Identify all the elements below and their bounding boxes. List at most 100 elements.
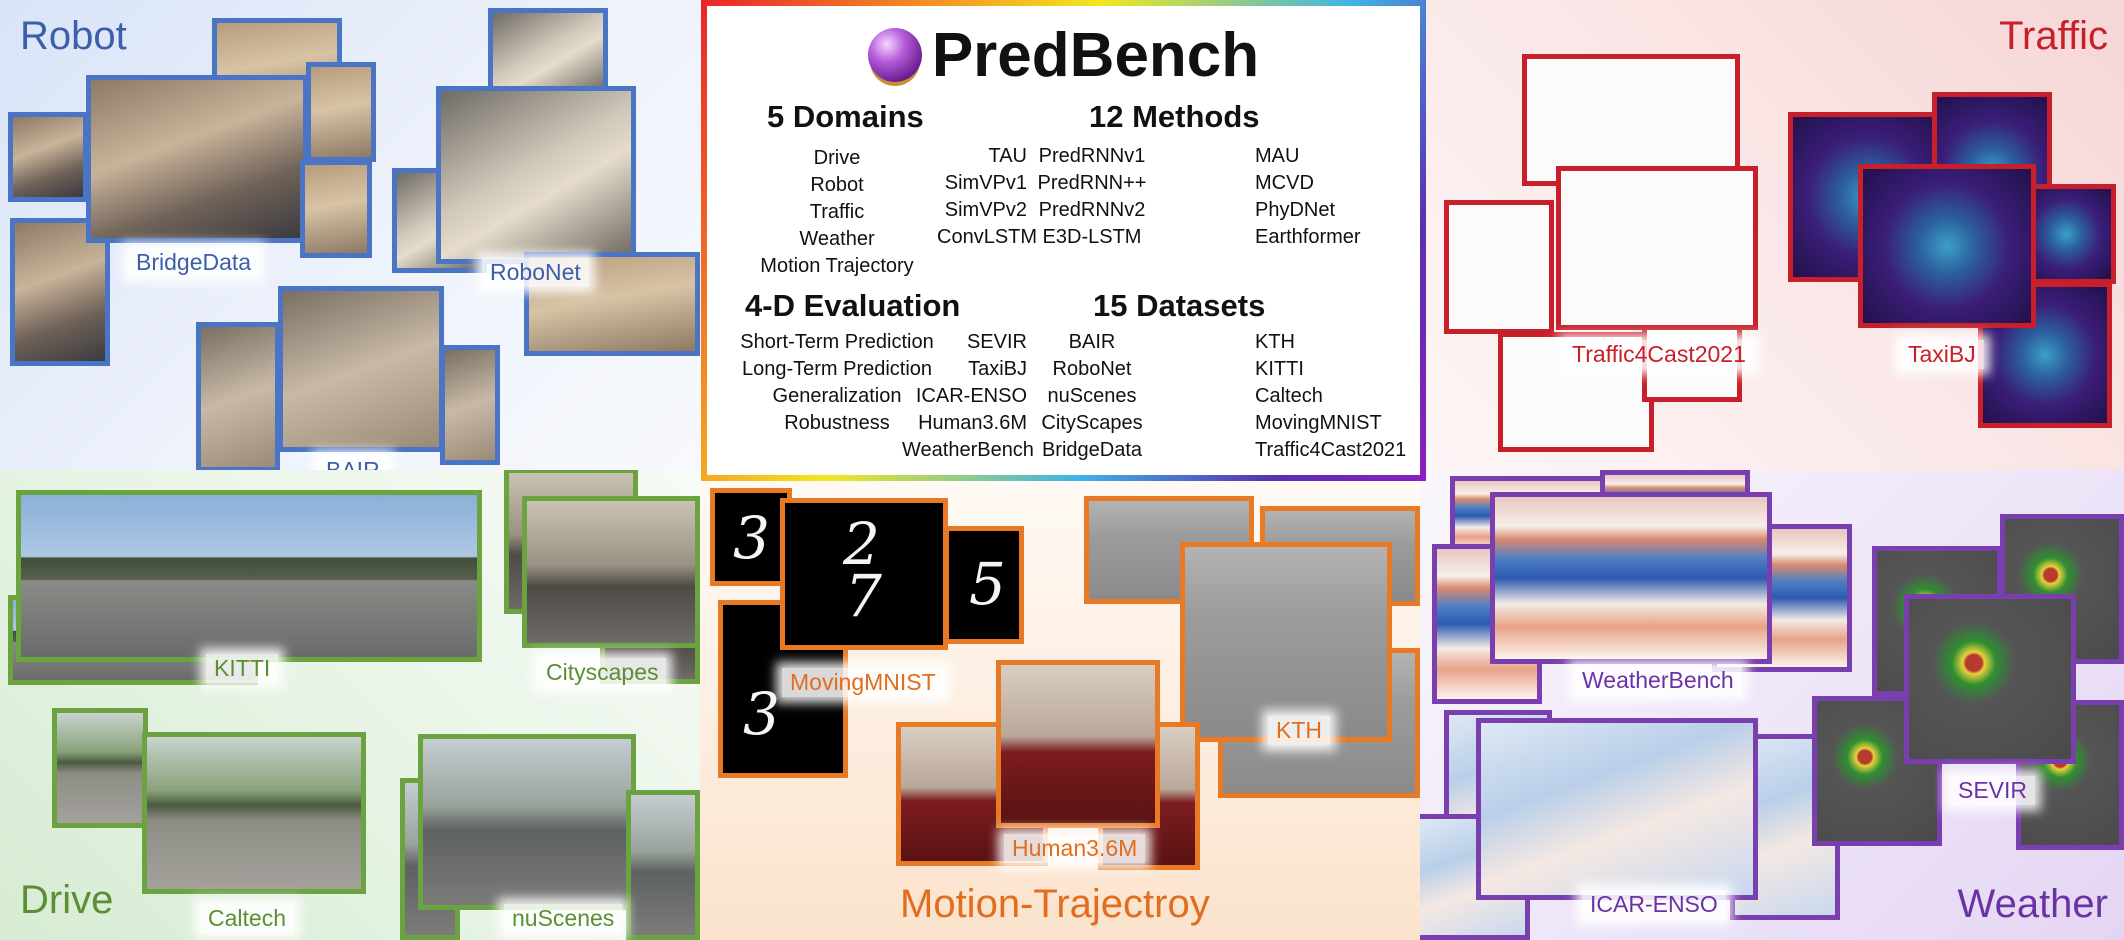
dataset-item: CityScapes — [1041, 412, 1143, 434]
evaluation-heading: 4-D Evaluation — [745, 288, 961, 323]
domain-item: Drive — [813, 147, 861, 169]
dataset-item: BridgeData — [1041, 439, 1143, 461]
icarenso-label: ICAR-ENSO — [1582, 890, 1726, 919]
dataset-item: Caltech — [1255, 385, 1323, 407]
method-item: PredRNNv1 — [1038, 145, 1146, 167]
mnist-digit-1: 3 — [733, 504, 770, 572]
motion-panel: 3 3 5 2 7 Motion-Trajectroy MovingMNIST … — [700, 470, 1420, 940]
dataset-item: Traffic4Cast2021 — [1255, 439, 1407, 461]
method-item: E3D-LSTM — [1042, 226, 1142, 248]
datasets-col-1: SEVIR TaxiBJ ICAR-ENSO Human3.6M Weather… — [902, 329, 1034, 464]
method-item: SimVPv2 — [944, 199, 1027, 221]
domain-item: Motion Trajectory — [760, 255, 914, 277]
method-item: PredRNNv2 — [1038, 199, 1146, 221]
human36m-frame — [996, 660, 1160, 828]
nuscenes-frame — [418, 734, 636, 910]
cityscapes-label: Cityscapes — [538, 658, 667, 687]
taxibj-label: TaxiBJ — [1900, 340, 1984, 369]
method-item: MAU — [1255, 145, 1300, 167]
crystal-ball-icon — [867, 28, 922, 82]
dataset-item: WeatherBench — [902, 439, 1034, 461]
weather-panel: Weather WeatherBench ICAR-ENSO SEVIR — [1420, 470, 2124, 940]
bair-frame — [278, 286, 444, 452]
dataset-item: ICAR-ENSO — [915, 385, 1027, 407]
traffic4cast-label: Traffic4Cast2021 — [1564, 340, 1754, 369]
icarenso-frame — [1476, 718, 1758, 900]
movingmnist-frame: 2 7 — [780, 498, 948, 650]
method-item: TAU — [988, 145, 1027, 167]
predbench-title-text: PredBench — [931, 21, 1260, 90]
robonet-label: RoboNet — [482, 258, 589, 287]
domains-heading: 5 Domains — [767, 99, 924, 134]
traffic-title: Traffic — [1999, 14, 2108, 58]
method-item: MCVD — [1255, 172, 1314, 194]
dataset-item: RoboNet — [1052, 358, 1132, 380]
weather-title: Weather — [1957, 882, 2108, 926]
traffic-panel: Traffic Traffic4Cast2021 TaxiBJ — [1420, 0, 2124, 470]
robot-frame-4 — [306, 62, 376, 162]
robot-frame-9 — [196, 322, 280, 470]
bridgedata-label: BridgeData — [128, 248, 260, 277]
cityscapes-frame — [522, 496, 700, 648]
bair-label: BAIR — [318, 456, 388, 470]
method-item: ConvLSTM — [937, 226, 1038, 248]
sevir-label: SEVIR — [1950, 776, 2036, 805]
method-item: PredRNN++ — [1037, 172, 1147, 194]
caltech-frame — [142, 732, 366, 894]
drive-title: Drive — [20, 878, 114, 922]
human36m-label: Human3.6M — [1004, 834, 1146, 863]
drive-panel: Drive KITTI Cityscapes Caltech nuScenes — [0, 470, 700, 940]
method-item: SimVPv1 — [944, 172, 1027, 194]
robot-panel: Robot BridgeData RoboNet BAIR — [0, 0, 700, 470]
predbench-card: PredBench 5 Domains Drive Robot Traffic … — [701, 0, 1426, 481]
datasets-col-3: KTH KITTI Caltech MovingMNIST Traffic4Ca… — [1255, 329, 1425, 464]
dataset-item: MovingMNIST — [1255, 412, 1382, 434]
domain-item: Traffic — [809, 201, 865, 223]
kitti-frame — [16, 490, 482, 662]
robot-title: Robot — [20, 14, 127, 58]
robonet-frame — [436, 86, 636, 264]
sevir-frame — [1904, 594, 2076, 764]
evaluation-list: Short-Term Prediction Long-Term Predicti… — [717, 329, 957, 437]
methods-col-3: MAU MCVD PhyDNet Earthformer — [1255, 143, 1375, 251]
mnist-digit-5: 3 — [743, 680, 780, 748]
methods-col-2: PredRNNv1 PredRNN++ PredRNNv2 E3D-LSTM — [1027, 143, 1157, 251]
methods-col-1: TAU SimVPv1 SimVPv2 ConvLSTM — [937, 143, 1038, 251]
methods-heading: 12 Methods — [1089, 99, 1260, 134]
weatherbench-frame — [1490, 492, 1772, 664]
taxibj-frame — [1858, 164, 2036, 328]
mnist-digit-3: 7 — [845, 562, 882, 630]
mnist-frame-1: 3 — [710, 488, 792, 586]
kth-label: KTH — [1268, 716, 1330, 745]
predbench-card-body: PredBench 5 Domains Drive Robot Traffic … — [707, 6, 1420, 475]
kitti-label: KITTI — [206, 654, 279, 683]
kth-frame — [1180, 542, 1392, 742]
evaluation-item: Robustness — [784, 412, 890, 434]
drive-frame-4 — [52, 708, 148, 828]
domain-item: Weather — [799, 228, 875, 250]
dataset-item: SEVIR — [966, 331, 1027, 353]
robot-frame-6 — [300, 160, 372, 258]
dataset-item: TaxiBJ — [968, 358, 1027, 380]
weatherbench-label: WeatherBench — [1574, 666, 1742, 695]
domains-list: Drive Robot Traffic Weather Motion Traje… — [737, 145, 937, 280]
motion-title: Motion-Trajectroy — [900, 882, 1210, 926]
traffic4cast-frame — [1556, 166, 1758, 330]
mnist-frame-3: 5 — [944, 526, 1024, 644]
traffic4cast-frame-2 — [1444, 200, 1554, 334]
dataset-item: Human3.6M — [918, 412, 1027, 434]
datasets-heading: 15 Datasets — [1093, 288, 1266, 323]
evaluation-item: Long-Term Prediction — [741, 358, 933, 380]
predbench-title: PredBench — [707, 20, 1420, 91]
mnist-digit-4: 5 — [969, 550, 1006, 618]
datasets-col-2: BAIR RoboNet nuScenes CityScapes BridgeD… — [1027, 329, 1157, 464]
robot-frame-1 — [8, 112, 88, 202]
robot-frame-10 — [440, 345, 500, 465]
method-item: Earthformer — [1255, 226, 1361, 248]
evaluation-item: Generalization — [772, 385, 902, 407]
method-item: PhyDNet — [1255, 199, 1336, 221]
evaluation-item: Short-Term Prediction — [740, 331, 934, 353]
robot-frame-3 — [488, 8, 608, 98]
dataset-item: KTH — [1255, 331, 1295, 353]
drive-frame-6 — [626, 790, 700, 940]
